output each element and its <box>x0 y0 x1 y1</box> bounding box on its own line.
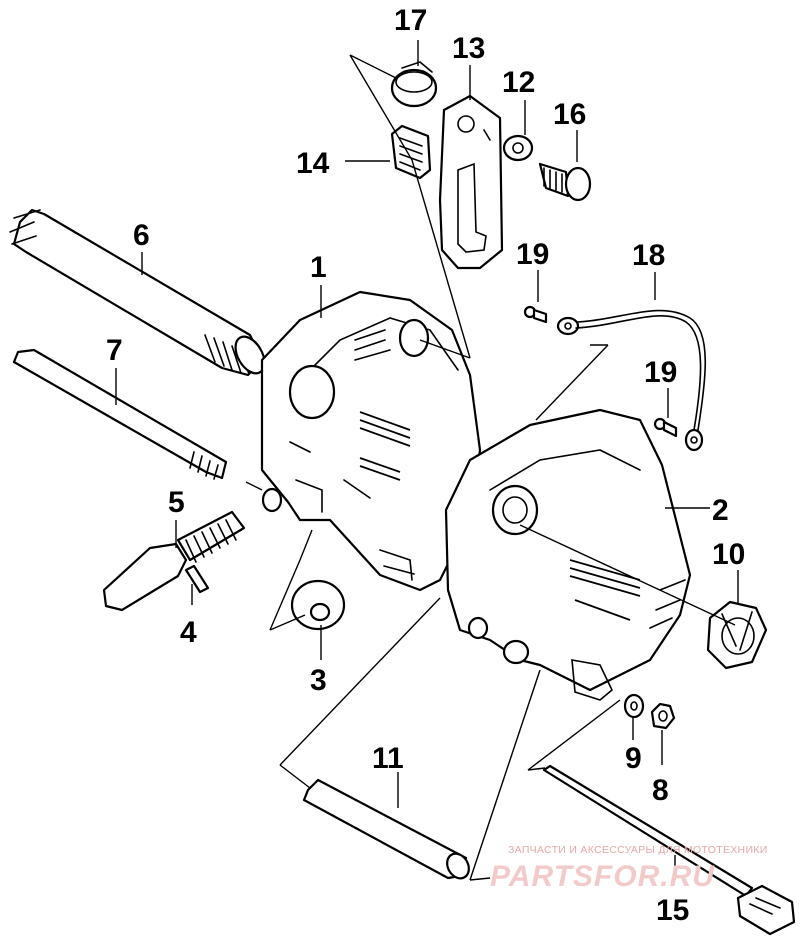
watermark: ЗАПЧАСТИ И АКСЕССУАРЫ ДЛЯ МОТОТЕХНИКИ PA… <box>490 844 768 893</box>
part-13-lock-plate <box>438 94 504 270</box>
part-7-tilt-rod <box>12 348 228 480</box>
callout-4: 4 <box>180 616 197 649</box>
part-19-screw-lower <box>653 417 678 438</box>
part-15-rod <box>542 764 796 936</box>
callout-1: 1 <box>310 251 327 284</box>
callout-3: 3 <box>310 664 327 697</box>
part-11-tube <box>302 778 470 880</box>
callout-12: 12 <box>502 66 535 99</box>
part-3-washer <box>290 579 346 631</box>
part-8-nut <box>650 702 676 730</box>
callout-14: 14 <box>296 147 330 180</box>
callout-19-lower: 19 <box>644 356 677 389</box>
callout-5: 5 <box>168 486 185 519</box>
callout-15: 15 <box>656 894 689 927</box>
part-18-ground-wire <box>556 309 707 452</box>
part-6-clamp-bolt <box>9 208 266 377</box>
callout-6: 6 <box>133 219 150 252</box>
callout-8: 8 <box>652 774 669 807</box>
leader-lines <box>115 40 739 881</box>
callout-10: 10 <box>712 538 745 571</box>
callout-7: 7 <box>106 334 123 367</box>
callout-2: 2 <box>712 494 729 527</box>
part-16-bolt <box>538 162 592 202</box>
part-19-screw-upper <box>523 305 548 324</box>
part-4-pin <box>184 564 210 594</box>
part-9-washer <box>623 693 645 719</box>
callout-11: 11 <box>372 742 404 775</box>
part-14-plug <box>390 124 432 180</box>
part-12-washer <box>502 134 534 162</box>
callout-18: 18 <box>632 239 665 272</box>
part-17-clip <box>390 61 438 108</box>
callout-17: 17 <box>394 4 427 37</box>
watermark-brand: PARTSFOR.RU <box>490 860 715 893</box>
callout-19-upper: 19 <box>516 238 549 271</box>
callout-labels: 17 13 12 16 14 6 19 18 1 7 19 2 5 10 4 3… <box>106 4 745 927</box>
watermark-tagline: ЗАПЧАСТИ И АКСЕССУАРЫ ДЛЯ МОТОТЕХНИКИ <box>508 844 768 856</box>
callout-16: 16 <box>553 98 586 131</box>
part-10-nut <box>706 600 768 670</box>
part-5-lock-lever <box>102 510 246 612</box>
part-2-clamp-bracket <box>444 408 692 701</box>
callout-13: 13 <box>452 32 485 65</box>
callout-9: 9 <box>625 742 642 775</box>
